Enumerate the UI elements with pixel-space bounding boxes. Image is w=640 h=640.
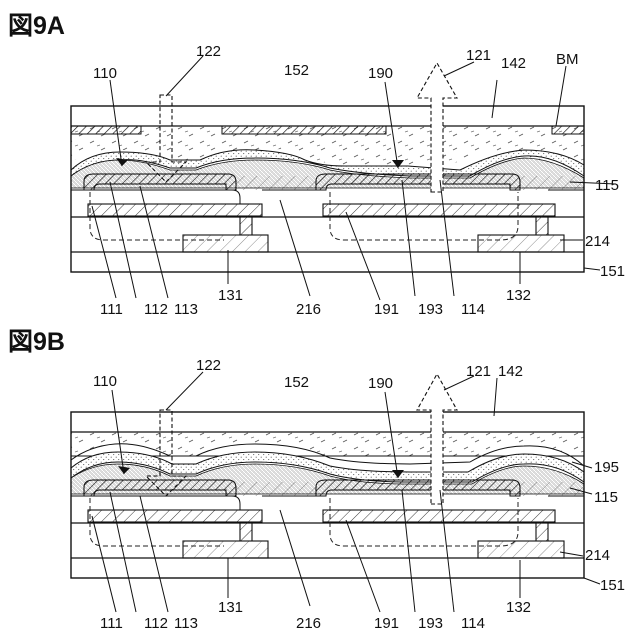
label-193: 193 bbox=[418, 301, 443, 318]
label-121: 121 bbox=[466, 363, 491, 380]
label-113: 113 bbox=[174, 615, 198, 632]
label-112: 112 bbox=[144, 615, 168, 632]
label-216: 216 bbox=[296, 301, 321, 318]
label-151: 151 bbox=[600, 577, 625, 594]
label-193: 193 bbox=[418, 615, 443, 632]
label-122: 122 bbox=[196, 43, 221, 60]
label-bm: BM bbox=[556, 51, 579, 68]
label-112: 112 bbox=[144, 301, 168, 318]
label-142: 142 bbox=[501, 55, 526, 72]
label-195: 195 bbox=[594, 459, 619, 476]
label-132: 132 bbox=[506, 599, 531, 616]
label-110: 110 bbox=[93, 373, 117, 390]
label-216: 216 bbox=[296, 615, 321, 632]
label-122: 122 bbox=[196, 357, 221, 374]
label-152: 152 bbox=[284, 62, 309, 79]
label-190: 190 bbox=[368, 65, 393, 82]
label-190: 190 bbox=[368, 375, 393, 392]
label-131: 131 bbox=[218, 599, 243, 616]
black-matrix-center bbox=[222, 126, 386, 134]
label-214: 214 bbox=[585, 547, 610, 564]
figure-title: 図9B bbox=[8, 328, 65, 356]
label-111: 111 bbox=[100, 615, 123, 632]
black-matrix-right bbox=[552, 126, 584, 134]
label-114: 114 bbox=[461, 615, 485, 632]
label-191: 191 bbox=[374, 301, 399, 318]
label-152: 152 bbox=[284, 374, 309, 391]
label-142: 142 bbox=[498, 363, 523, 380]
label-121: 121 bbox=[466, 47, 491, 64]
label-111: 111 bbox=[100, 301, 123, 318]
label-115: 115 bbox=[594, 489, 618, 506]
label-214: 214 bbox=[585, 233, 610, 250]
label-110: 110 bbox=[93, 65, 117, 82]
label-132: 132 bbox=[506, 287, 531, 304]
black-matrix-left bbox=[71, 126, 141, 134]
label-113: 113 bbox=[174, 301, 198, 318]
label-114: 114 bbox=[461, 301, 485, 318]
label-151: 151 bbox=[600, 263, 625, 280]
figure-9a: 図9A bbox=[8, 12, 625, 318]
label-191: 191 bbox=[374, 615, 399, 632]
figure-9b: 図9B bbox=[8, 328, 625, 632]
label-131: 131 bbox=[218, 287, 243, 304]
figure-title: 図9A bbox=[8, 12, 65, 40]
label-115: 115 bbox=[595, 177, 619, 194]
